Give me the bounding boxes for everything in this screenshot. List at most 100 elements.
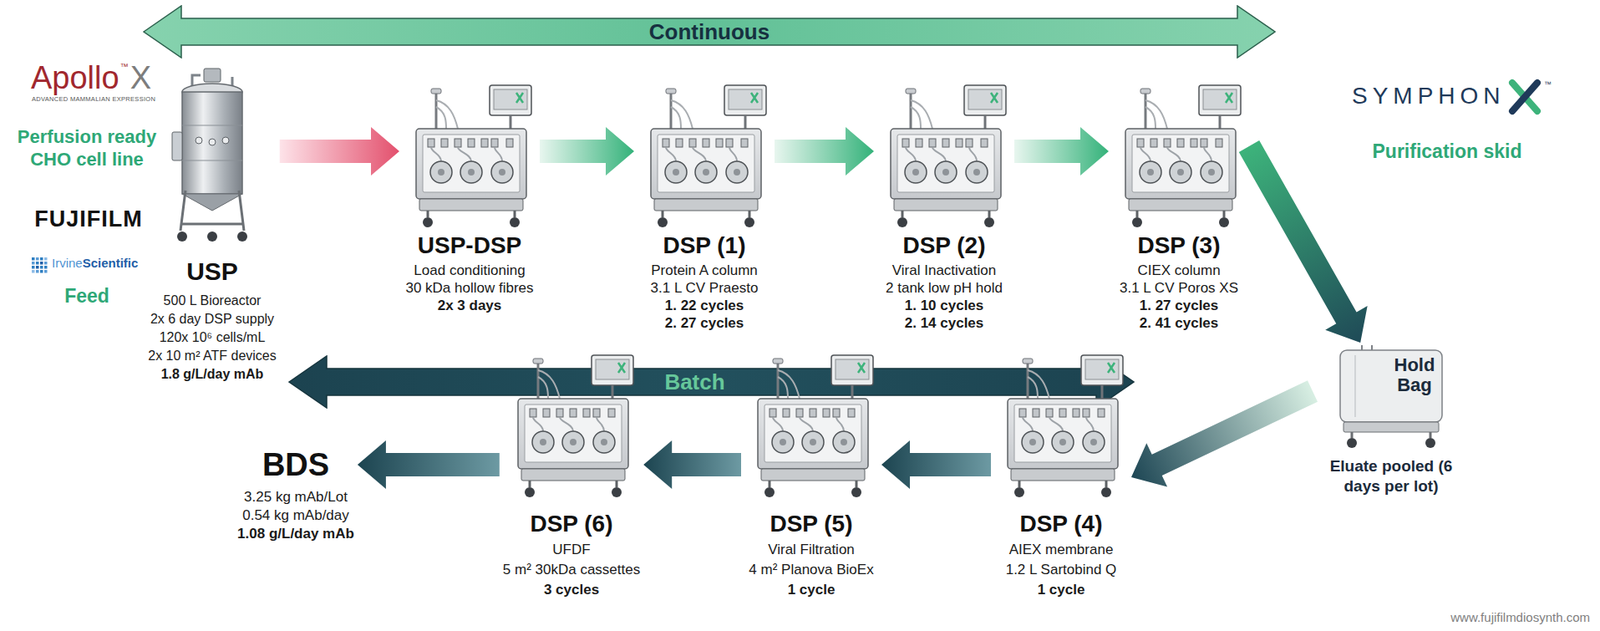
reactor-picture [170, 65, 254, 245]
purification-skid: USP-DSPLoad conditioning30 kDa hollow fi… [401, 81, 539, 315]
unit-detail: 1.08 g/L/day mAb [237, 524, 355, 544]
double-arrow-band [289, 355, 1134, 408]
unit-detail: 3.1 L CV Praesto [637, 279, 772, 297]
skid-note: Purification skid [1372, 139, 1523, 163]
unit-title: DSP (5) [744, 509, 879, 539]
unit-picture [170, 65, 254, 245]
flow-arrow [1239, 140, 1368, 343]
drawing-path [1512, 82, 1538, 112]
unit-detail: 30 kDa hollow fibres [402, 279, 537, 297]
drawing-rect [35, 269, 40, 274]
skid-picture [994, 351, 1128, 498]
unit-detail: 3.1 L CV Poros XS [1112, 279, 1246, 297]
unit-detail: 120x 10⁶ cells/mL [147, 328, 277, 347]
unit-picture [504, 351, 639, 498]
band-label: Batch [664, 369, 725, 395]
skid-picture [877, 81, 1011, 229]
symphonx-mark [1512, 82, 1538, 112]
flow-arrow [539, 126, 635, 176]
purification-skid: DSP (5)Viral Filtration4 m² Planova BioE… [742, 351, 880, 600]
unit-title: DSP (6) [502, 509, 640, 539]
purification-skid: DSP (1)Protein A column3.1 L CV Praesto1… [635, 81, 773, 332]
drawing-rect [40, 265, 44, 270]
trademark-sign: ™ [1544, 80, 1552, 90]
unit-detail: 500 L Bioreactor [147, 291, 277, 310]
purification-skid: DSP (6)UFDF5 m² 30kDa cassettes3 cycles [501, 351, 642, 600]
unit-detail: 3.25 kg mAb/Lot [237, 487, 355, 507]
purification-skid: DSP (4)AIEX membrane1.2 L Sartobind Q1 c… [992, 351, 1130, 600]
skid-drawing [518, 355, 634, 498]
unit-title: DSP (2) [877, 231, 1011, 260]
drawing-rect [31, 261, 36, 265]
unit-detail: Protein A column [637, 261, 772, 280]
unit-title: DSP (4) [994, 509, 1128, 539]
irvine-logo-mark [31, 257, 48, 274]
unit-title: USP-DSP [402, 231, 537, 260]
drawing-path [1512, 82, 1538, 112]
skid-picture [1112, 81, 1246, 229]
flow-arrow [774, 126, 874, 176]
unit-picture [744, 351, 879, 498]
drawing-rect [44, 269, 48, 274]
unit-picture [1112, 81, 1246, 229]
bag-drawing [1340, 345, 1443, 448]
band-label-box: Continuous [142, 5, 1276, 59]
reactor-drawing [172, 68, 248, 242]
unit-detail: 2x 10 m² ATF devices [147, 346, 277, 366]
unit-title: DSP (3) [1112, 231, 1246, 260]
unit-detail: 4 m² Planova BioEx [744, 559, 879, 580]
flow-arrow [1014, 126, 1109, 176]
bioreactor-unit: USP500 L Bioreactor2x 6 day DSP supply12… [146, 65, 279, 384]
drawing-rect [35, 257, 40, 261]
unit-picture [994, 351, 1128, 498]
flow-arrow [643, 440, 742, 489]
unit-detail: 1. 10 cycles [877, 296, 1011, 315]
cell-line-note: Perfusion ready CHO cell line [10, 125, 165, 171]
drawing-rect [44, 257, 48, 261]
unit-detail: 3 cycles [502, 579, 640, 600]
drawing-rect [31, 257, 36, 261]
unit-detail: 2x 6 day DSP supply [147, 309, 277, 329]
brand-logo: Apollo [30, 58, 120, 97]
drawing-rect [31, 265, 36, 270]
unit-detail: 1.2 L Sartobind Q [994, 559, 1128, 580]
unit-detail: CIEX column [1112, 261, 1246, 280]
skid-picture [637, 81, 772, 229]
unit-picture [637, 81, 772, 229]
unit-detail: 2. 41 cycles [1112, 314, 1246, 332]
unit-detail: AIEX membrane [994, 539, 1128, 560]
drawing-rect [40, 257, 44, 261]
brand-logo: X [130, 58, 152, 97]
flow-arrow [1131, 380, 1318, 487]
drawing-rect [40, 269, 44, 274]
unit-detail: Viral Filtration [744, 539, 879, 560]
skid-drawing [416, 85, 532, 228]
skid-picture [402, 81, 537, 229]
flow-arrow [279, 126, 400, 176]
skid-drawing [650, 85, 767, 228]
unit-detail: 1 cycle [744, 579, 879, 600]
band-label: Continuous [649, 19, 770, 45]
unit-detail: UFDF [502, 539, 640, 560]
drawing-rect [31, 269, 36, 274]
flow-arrow [881, 440, 991, 489]
double-arrow-band [143, 5, 1275, 58]
drawing-rect [44, 261, 48, 265]
drawing-rect [44, 265, 48, 270]
unit-detail: 2x 3 days [402, 296, 537, 315]
brand-logo: Scientific [82, 255, 139, 271]
brand-tagline: ADVANCED MAMMALIAN EXPRESSION [31, 95, 156, 103]
skid-picture [744, 351, 879, 498]
skid-drawing [890, 85, 1006, 228]
unit-title: BDS [237, 446, 355, 483]
feed-note: Feed [64, 284, 110, 308]
unit-detail: 5 m² 30kDa cassettes [502, 559, 640, 580]
unit-detail: 1. 27 cycles [1112, 296, 1246, 315]
brand-logo: FUJIFILM [34, 205, 143, 233]
unit-picture [877, 81, 1011, 229]
unit-detail: Load conditioning [402, 261, 537, 280]
unit-detail: 1. 22 cycles [637, 296, 772, 315]
product-output: BDS3.25 kg mAb/Lot0.54 kg mAb/day1.08 g/… [235, 446, 356, 544]
flow-arrow [357, 440, 500, 489]
drawing-rect [35, 265, 40, 270]
